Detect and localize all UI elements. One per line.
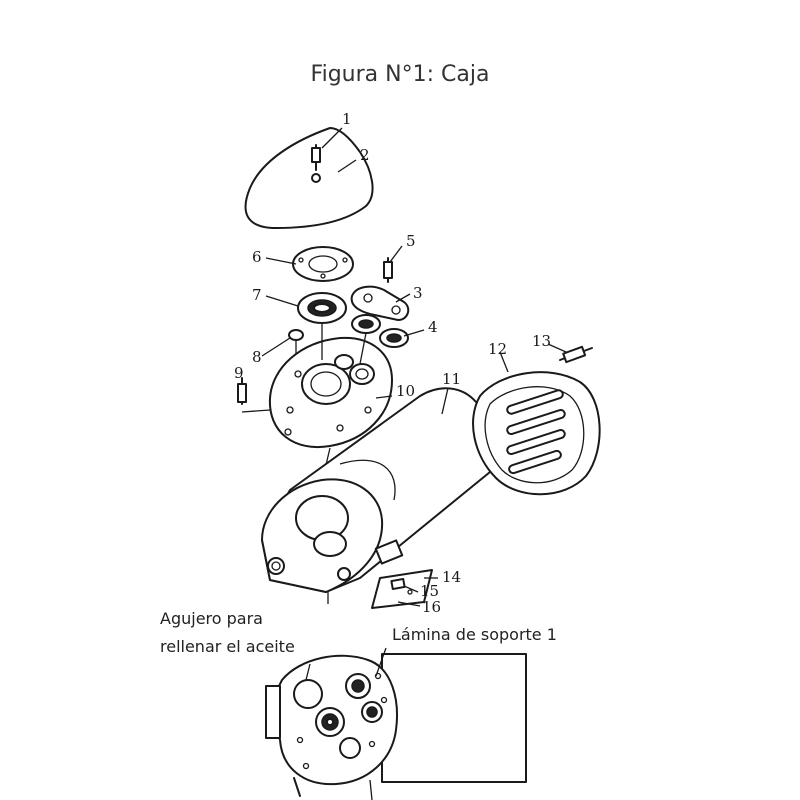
part-2-cover [244, 127, 374, 229]
part-5-screw [383, 257, 393, 283]
label-part-7: 7 [252, 286, 262, 304]
label-part-3: 3 [413, 284, 423, 302]
part-13-bolt [559, 345, 593, 364]
label-part-13: 13 [532, 332, 551, 350]
annotation-oil-hole-line2: rellenar el aceite [160, 637, 295, 656]
part-6-gasket [292, 246, 354, 282]
part-9-screw [237, 377, 247, 405]
annotation-oil-hole-line1: Agujero para [160, 609, 263, 628]
annotations: Agujero para rellenar el aceite Lámina d… [160, 609, 557, 656]
label-part-1: 1 [342, 110, 352, 128]
label-part-11: 11 [442, 370, 461, 388]
label-part-14: 14 [442, 568, 461, 586]
part-14-16-plate [371, 569, 433, 609]
label-part-9: 9 [234, 364, 244, 382]
label-part-16: 16 [422, 598, 441, 616]
label-part-12: 12 [488, 340, 507, 358]
part-7-bearing [297, 292, 347, 324]
part-number-labels: 1 2 3 4 5 6 7 8 9 10 11 12 13 14 15 16 [234, 110, 551, 616]
part-12-end-cover [472, 371, 601, 496]
label-part-6: 6 [252, 248, 262, 266]
label-part-15: 15 [420, 582, 439, 600]
part-3-plate [350, 285, 410, 321]
label-part-5: 5 [406, 232, 416, 250]
part-1-screw [311, 144, 321, 183]
part-11-housing [261, 387, 494, 604]
leader-lines [261, 127, 567, 607]
label-part-10: 10 [396, 382, 415, 400]
part-10-side-plate [268, 336, 393, 449]
detail-view [265, 647, 527, 800]
label-part-2: 2 [360, 146, 370, 164]
label-part-4: 4 [428, 318, 438, 336]
figure-title: Figura N°1: Caja [310, 62, 490, 87]
annotation-support-plate: Lámina de soporte 1 [392, 625, 557, 644]
label-part-8: 8 [252, 348, 262, 366]
